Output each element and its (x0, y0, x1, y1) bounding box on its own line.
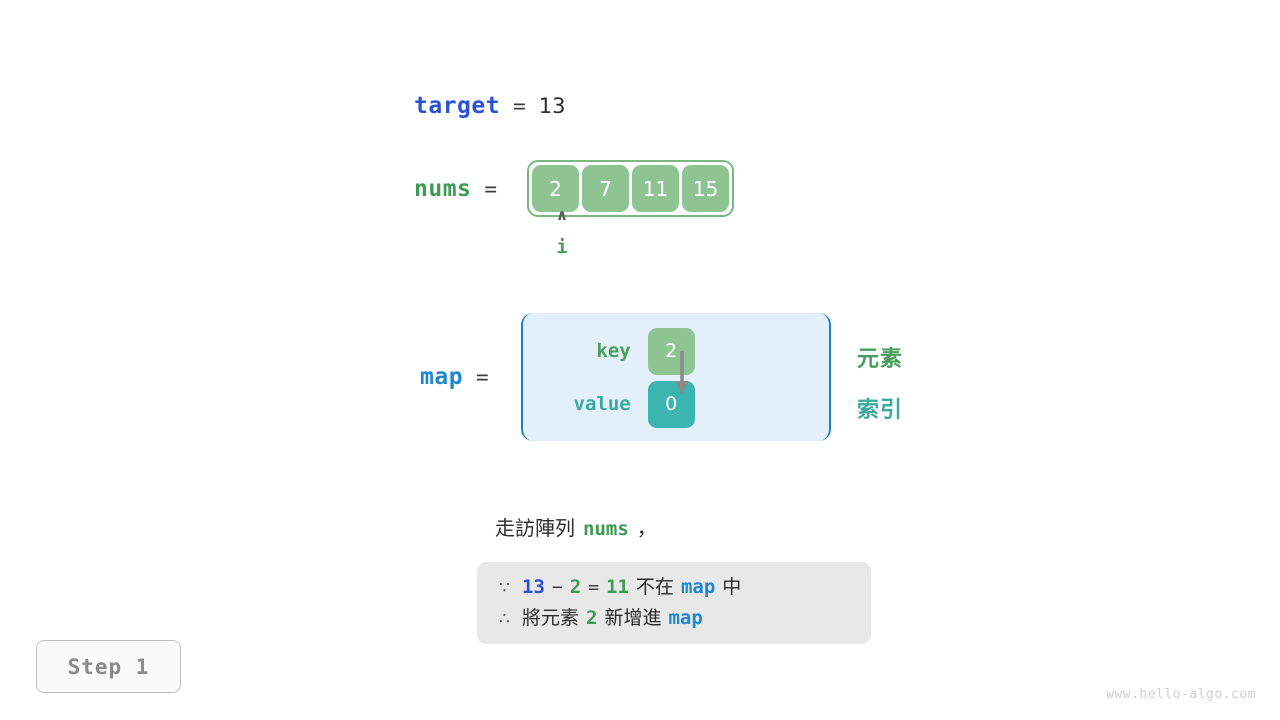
map-value-label: value (573, 393, 631, 415)
explanation-not-in-text: 不在 (635, 576, 674, 598)
caret-up-icon: ∧ (555, 206, 569, 224)
explanation-current-value: 2 (569, 576, 582, 598)
explanation-map-ref: map (680, 576, 716, 598)
explanation-line2-verb: 新增進 (604, 607, 662, 629)
array-cell: 11 (632, 165, 680, 212)
map-equals-sign: = (476, 365, 489, 389)
array-cell: 2 (532, 165, 580, 212)
caption-prefix: 走訪陣列 (495, 516, 575, 540)
target-variable-label: target (414, 93, 501, 119)
explanation-line-1: ∵ 13 − 2 = 11 不在 map 中 (499, 572, 849, 603)
target-value: 13 (538, 94, 566, 118)
hash-map-container: key 2 value 0 (520, 313, 831, 441)
explanation-complement-value: 11 (606, 576, 629, 598)
nums-row: nums = 2 7 11 15 (414, 160, 735, 217)
explanation-line1-tail: 中 (722, 576, 742, 598)
target-row: target = 13 (414, 93, 565, 119)
explanation-box: ∵ 13 − 2 = 11 不在 map 中 ∴ 將元素 2 新增進 map (477, 562, 871, 644)
map-key-label: key (596, 340, 631, 362)
array-cell: 7 (582, 165, 630, 212)
because-symbol: ∵ (499, 578, 510, 598)
map-value-row: value 0 (523, 378, 829, 430)
explanation-inserted-value: 2 (586, 607, 598, 629)
map-key-row: key 2 (523, 325, 829, 377)
map-row: map = key 2 value 0 (420, 313, 831, 441)
therefore-symbol: ∴ (499, 609, 510, 629)
caption-code: nums (583, 518, 629, 540)
target-equals-sign: = (513, 94, 526, 118)
explanation-target-value: 13 (522, 576, 545, 598)
explanation-line2-map-ref: map (668, 607, 703, 629)
array-cell: 15 (682, 165, 730, 212)
annotation-element: 元素 (857, 347, 904, 372)
caption-suffix: ， (636, 516, 657, 540)
step-badge: Step 1 (36, 640, 181, 693)
index-pointer-label: i (556, 236, 568, 258)
map-value-cell: 0 (647, 380, 695, 428)
caption-text: 走訪陣列 nums ， (495, 512, 657, 541)
map-key-cell: 2 (647, 327, 695, 375)
annotation-index: 索引 (857, 398, 904, 423)
nums-equals-sign: = (484, 176, 498, 201)
watermark: www.hello-algo.com (1106, 687, 1256, 702)
explanation-line-2: ∴ 將元素 2 新增進 map (499, 603, 849, 634)
nums-array-container: 2 7 11 15 (527, 160, 735, 217)
nums-variable-label: nums (414, 175, 472, 202)
map-variable-label: map (420, 364, 464, 390)
minus-operator: − (551, 577, 563, 598)
index-pointer-group: ∧ i (547, 206, 577, 258)
equals-operator: = (588, 577, 600, 598)
explanation-line2-prefix: 將元素 (522, 607, 580, 629)
